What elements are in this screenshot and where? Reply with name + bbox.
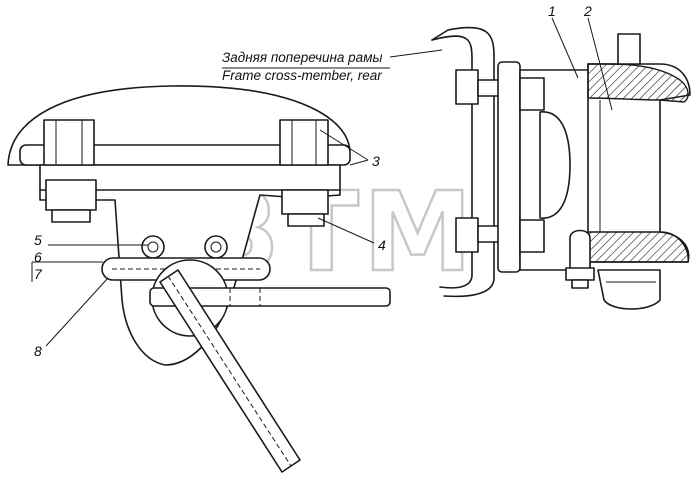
leader-1: [551, 17, 579, 79]
lower-bolt: [565, 229, 661, 310]
leader-8: [45, 277, 109, 347]
leader-3b: [349, 159, 369, 166]
leader-2: [587, 17, 613, 111]
leader-4: [317, 217, 375, 244]
bolt-left-top: [43, 119, 97, 223]
callout-2: 2: [583, 3, 592, 19]
caption-leader: [389, 49, 443, 58]
coupling-flange: [497, 61, 591, 273]
callout-8: 8: [34, 343, 42, 359]
pin-handle: [149, 259, 391, 473]
callout-1: 1: [548, 3, 556, 19]
crossmember-bolts: [455, 69, 501, 253]
caption-russian: Задняя поперечина рамы: [222, 50, 382, 65]
bolt-right-top: [279, 119, 329, 227]
callout-3: 3: [372, 153, 380, 169]
coupling-body: [587, 33, 691, 263]
stud-assembly: [141, 235, 228, 259]
caption-english: Frame cross-member, rear: [222, 68, 382, 83]
callout-6: 6: [34, 249, 42, 265]
leader-3a: [319, 129, 369, 161]
callout-4: 4: [378, 237, 386, 253]
frame-cross-member: [431, 26, 495, 298]
callout-5: 5: [34, 232, 42, 248]
leader-lines: [31, 17, 613, 347]
callout-7: 7: [34, 266, 43, 282]
